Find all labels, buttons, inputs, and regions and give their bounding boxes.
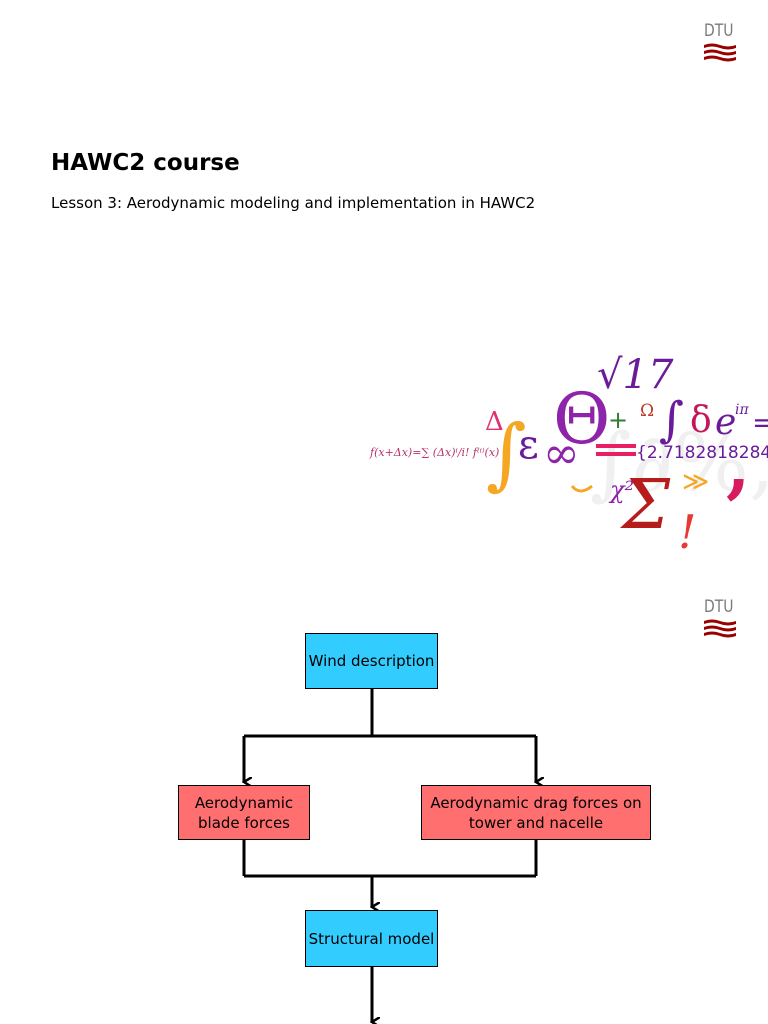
dtu-logo-text: DTU xyxy=(704,597,734,617)
integral-symbol: ∫ xyxy=(486,409,527,499)
structural-model-box: Structural model xyxy=(305,910,438,967)
flowchart-connectors xyxy=(0,688,768,1024)
delta-symbol: Δ xyxy=(485,407,504,437)
exclamation-symbol: ! xyxy=(678,505,697,555)
dtu-logo: DTU xyxy=(704,599,744,640)
blade-forces-box: Aerodynamic blade forces xyxy=(178,785,310,840)
taylor-formula: f(x+Δx)=∑ (Δx)ⁱ/i! f⁽ⁱ⁾(x) xyxy=(369,446,499,459)
euler-exponent: iπ xyxy=(735,402,749,418)
plus-symbol: + xyxy=(608,406,628,434)
small-integral-symbol: ∫ xyxy=(659,392,684,448)
math-symbols-illustration: ∫∂%,0 f(x+Δx)=∑ (Δx)ⁱ/i! f⁽ⁱ⁾(x) Δ ∫ ε Θ… xyxy=(369,352,768,555)
omega-symbol: Ω xyxy=(640,401,654,421)
decor-bar-2 xyxy=(596,452,636,456)
dtu-logo: DTU xyxy=(704,23,744,64)
dtu-logo-text: DTU xyxy=(704,21,734,41)
infinity-symbol: ∞ xyxy=(543,428,580,479)
chi-symbol: χ² xyxy=(608,476,634,504)
euler-number: {2.7182818284 xyxy=(636,443,768,463)
equals-sign: = xyxy=(752,406,768,439)
title-slide: DTU HAWC2 course Lesson 3: Aerodynamic m… xyxy=(51,22,768,555)
sqrt-symbol: √17 xyxy=(597,352,674,398)
slide-title: HAWC2 course xyxy=(51,150,240,176)
flowchart-slide: DTU Wind description Aerodyn xyxy=(0,576,768,1024)
dtu-logo-waves-icon xyxy=(704,43,736,62)
decor-bar-1 xyxy=(596,444,636,448)
dtu-logo-waves-icon xyxy=(704,619,736,638)
epsilon-symbol: ε xyxy=(518,422,539,468)
slide-subtitle: Lesson 3: Aerodynamic modeling and imple… xyxy=(51,194,536,212)
euler-e-symbol: e xyxy=(715,402,736,443)
orange-hook-decor xyxy=(570,484,593,493)
comma-symbol: , xyxy=(726,424,750,507)
guillemet-symbol: ≫ xyxy=(682,467,709,497)
faint-background-glyphs: ∫∂%,0 xyxy=(590,416,768,509)
small-delta-symbol: δ xyxy=(690,400,712,441)
sigma-symbol: Σ xyxy=(619,466,671,545)
wind-description-box: Wind description xyxy=(305,633,438,689)
drag-forces-box: Aerodynamic drag forces on tower and nac… xyxy=(421,785,651,840)
